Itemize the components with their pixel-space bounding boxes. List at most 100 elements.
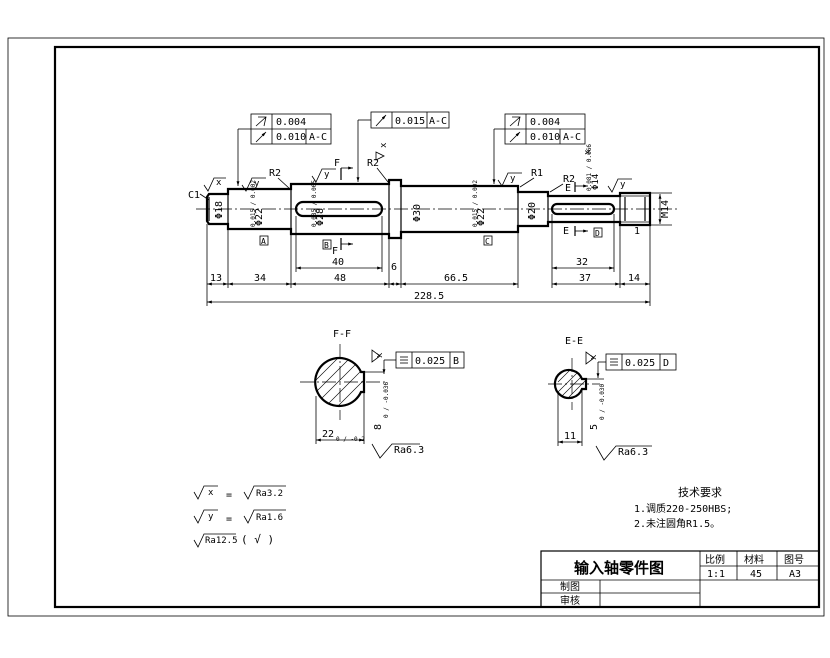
dim-6: 6 bbox=[391, 262, 397, 273]
dim-14: 14 bbox=[628, 273, 640, 284]
tol-left-row2: 0.010 bbox=[276, 132, 306, 143]
tol-mid-datum: A-C bbox=[429, 116, 447, 127]
dim-13: 13 bbox=[210, 273, 222, 284]
section-e-top: E bbox=[565, 183, 571, 194]
inner-border bbox=[53, 45, 821, 609]
rough-y-2: y bbox=[324, 170, 330, 180]
ff-roughness: Ra6.3 bbox=[394, 445, 424, 456]
radius-r2-mid: R2 bbox=[367, 158, 379, 169]
radius-r1: R1 bbox=[531, 168, 543, 179]
datum-b: B bbox=[324, 241, 329, 250]
section-ee-view: E-E 0.025 D x 11 5 0 / -0.030 Ra6.3 bbox=[548, 336, 677, 461]
section-ee-outline bbox=[553, 368, 588, 400]
tolerance-frame-right: 0.004 0.010 A-C bbox=[492, 113, 586, 184]
section-ff-view: F-F 0.025 B x 22 0 / -0.2 8 0 / -0.036 R… bbox=[300, 329, 465, 459]
section-f-top: F bbox=[334, 158, 340, 169]
ff-bottom: 22 bbox=[322, 429, 334, 440]
notes-line1: 1.调质220-250HBS; bbox=[634, 503, 732, 515]
rough-x-mid: x bbox=[379, 142, 389, 148]
legend-y-val: Ra1.6 bbox=[256, 513, 283, 523]
tol-right-row2: 0.010 bbox=[530, 132, 560, 143]
tol-right-row1: 0.004 bbox=[530, 117, 560, 128]
title-block: 输入轴零件图 比例 材料 图号 1:1 45 A3 制图 审核 bbox=[540, 550, 820, 608]
tolerance-frame-middle: 0.015 A-C bbox=[356, 111, 450, 182]
outer-border bbox=[7, 37, 825, 617]
dia-22-left: Φ22 bbox=[254, 208, 265, 226]
dia-22-left-tol: 0.015 / 0.002 bbox=[250, 180, 257, 227]
legend-default-suffix: ( √ ) bbox=[241, 533, 274, 546]
legend-default: Ra12.5 bbox=[205, 536, 238, 546]
dia-22-right-tol: 0.015 / 0.002 bbox=[472, 180, 479, 227]
material-value: 45 bbox=[750, 569, 762, 580]
checked-by-label: 审核 bbox=[560, 594, 580, 607]
dia-22-right: Φ22 bbox=[476, 208, 487, 226]
scale-label: 比例 bbox=[705, 553, 725, 566]
drawn-by-label: 制图 bbox=[560, 580, 580, 593]
scale-value: 1:1 bbox=[707, 569, 725, 580]
ee-roughness: Ra6.3 bbox=[618, 447, 648, 458]
dim-37: 37 bbox=[579, 273, 591, 284]
ee-frame-value: 0.025 bbox=[625, 358, 655, 369]
rough-y-1: y bbox=[254, 179, 260, 189]
technical-notes: 技术要求 1.调质220-250HBS; 2.未注圆角R1.5。 bbox=[634, 486, 732, 530]
rough-y-4: y bbox=[620, 180, 626, 190]
rough-x-left: x bbox=[216, 178, 222, 188]
dim-32: 32 bbox=[576, 257, 588, 268]
dim-40: 40 bbox=[332, 257, 344, 268]
ff-bottom-tol: 0 / -0.2 bbox=[336, 436, 365, 443]
legend-eq-1: = bbox=[226, 490, 232, 501]
keyway-f bbox=[294, 200, 384, 218]
ee-x: x bbox=[589, 354, 599, 360]
ff-frame-datum: B bbox=[453, 356, 459, 367]
drawing-value: A3 bbox=[789, 569, 801, 580]
ee-depth-tol: 0 / -0.030 bbox=[599, 383, 606, 420]
rough-y-3: y bbox=[510, 174, 516, 184]
ff-depth-tol: 0 / -0.036 bbox=[383, 381, 390, 418]
ff-frame-value: 0.025 bbox=[415, 356, 445, 367]
ee-depth: 5 bbox=[589, 424, 600, 430]
section-ee-title: E-E bbox=[565, 336, 583, 347]
tol-mid-value: 0.015 bbox=[395, 116, 425, 127]
tol-left-datum: A-C bbox=[309, 132, 327, 143]
notes-line2: 2.未注圆角R1.5。 bbox=[634, 517, 720, 530]
dia-28: Φ28 bbox=[315, 208, 326, 226]
notes-title: 技术要求 bbox=[678, 486, 722, 499]
thread-m14: M14 bbox=[660, 200, 671, 218]
legend-eq-2: = bbox=[226, 514, 232, 525]
keyway-e bbox=[550, 202, 616, 216]
datum-d: D bbox=[595, 229, 600, 238]
section-f-bottom: F bbox=[332, 246, 338, 257]
radius-r2-left: R2 bbox=[269, 168, 281, 179]
datum-a: A bbox=[261, 237, 266, 246]
datum-c: C bbox=[485, 237, 490, 246]
drawing-label: 图号 bbox=[784, 554, 804, 566]
dia-14-tol: 0.081 / 0.066 bbox=[586, 144, 593, 191]
legend-x-val: Ra3.2 bbox=[256, 489, 283, 499]
dia-28-tol: 0.085 / 0.065 bbox=[311, 180, 318, 227]
dia-18: Φ18 bbox=[214, 201, 225, 219]
legend-y-sym: y bbox=[208, 512, 214, 522]
part-name: 输入轴零件图 bbox=[574, 559, 664, 577]
material-label: 材料 bbox=[744, 553, 764, 566]
legend-x-sym: x bbox=[208, 488, 214, 498]
tol-left-row1: 0.004 bbox=[276, 117, 306, 128]
dia-14: Φ14 bbox=[591, 174, 601, 190]
chamfer-c1: C1 bbox=[188, 190, 200, 201]
tolerance-frame-left: 0.004 0.010 A-C bbox=[236, 113, 332, 186]
roughness-legend: x = Ra3.2 y = Ra1.6 Ra12.5 ( √ ) bbox=[193, 485, 286, 548]
label-one: 1 bbox=[634, 226, 640, 237]
radius-r2-right: R2 bbox=[563, 174, 575, 185]
ee-bottom: 11 bbox=[564, 431, 576, 442]
dia-20: Φ20 bbox=[527, 202, 538, 220]
ff-depth: 8 bbox=[373, 424, 384, 430]
dim-66-5: 66.5 bbox=[444, 273, 468, 284]
dia-30: Φ30 bbox=[412, 204, 423, 222]
ee-frame-datum: D bbox=[663, 358, 669, 369]
dim-34: 34 bbox=[254, 273, 266, 284]
tol-right-datum: A-C bbox=[563, 132, 581, 143]
ff-x: x bbox=[375, 352, 385, 358]
section-ff-title: F-F bbox=[333, 329, 351, 340]
section-e-bottom: E bbox=[563, 226, 569, 237]
section-ff-outline bbox=[314, 356, 366, 408]
